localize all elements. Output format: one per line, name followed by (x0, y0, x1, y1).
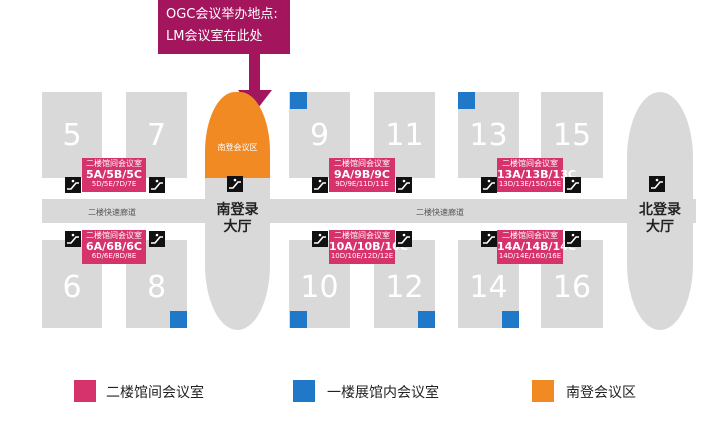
escalator-icon (312, 177, 328, 193)
hall-10-number: 10 (300, 270, 339, 305)
ground-floor-room-marker[interactable] (290, 311, 307, 328)
escalator-icon (481, 231, 497, 247)
escalator-icon (565, 177, 581, 193)
escalator-icon (65, 231, 81, 247)
hall-13-number: 13 (469, 118, 508, 153)
room-main: 5A/5B/5C (86, 168, 142, 181)
north-lobby-line-2: 大厅 (646, 218, 674, 235)
south-lobby-label: 南登录 大厅 (205, 202, 270, 236)
legend-blue-label: 一楼展馆内会议室 (327, 385, 439, 401)
room-sub: 13D/13E/15D/15E (498, 180, 562, 188)
room-sub: 6D/6E/8D/8E (91, 252, 137, 260)
meeting-room-6abc[interactable]: 二楼馆间会议室 6A/6B/6C 6D/6E/8D/8E (82, 230, 146, 264)
room-sub: 14D/14E/16D/16E (498, 252, 562, 260)
south-lobby-line-1: 南登录 (216, 202, 259, 218)
ogc-venue-callout: OGC会议举办地点: LM会议室在此处 (158, 0, 290, 54)
hall-6-number: 6 (62, 270, 82, 305)
south-zone-label: 南登会议区 (217, 143, 258, 152)
escalator-icon (481, 177, 497, 193)
second-floor-corridor (42, 199, 696, 223)
north-lobby-label: 北登录 大厅 (627, 202, 693, 236)
ground-floor-room-marker[interactable] (170, 311, 187, 328)
room-sub: 9D/9E/11D/11E (335, 180, 389, 188)
room-title: 二楼馆间会议室 (502, 231, 558, 240)
callout-stem (249, 54, 260, 92)
room-title: 二楼馆间会议室 (334, 159, 390, 168)
room-main: 14A/14B/14C (497, 240, 576, 253)
ground-floor-room-marker[interactable] (458, 92, 475, 109)
legend-orange-swatch (532, 380, 554, 402)
meeting-room-5abc[interactable]: 二楼馆间会议室 5A/5B/5C 5D/5E/7D/7E (82, 158, 146, 192)
meeting-room-10abc[interactable]: 二楼馆间会议室 10A/10B/10C 10D/10E/12D/12E (329, 230, 408, 264)
hall-16-number: 16 (552, 270, 592, 305)
hall-7-number: 7 (146, 118, 167, 153)
corridor-label-east: 二楼快速廊道 (416, 208, 464, 217)
escalator-icon (565, 231, 581, 247)
room-sub: 10D/10E/12D/12E (330, 252, 394, 260)
room-main: 9A/9B/9C (334, 168, 390, 181)
escalator-icon (149, 177, 165, 193)
legend-pink-label: 二楼馆间会议室 (106, 385, 204, 401)
south-meeting-zone[interactable] (205, 92, 270, 178)
escalator-icon (396, 231, 412, 247)
callout-line-2: LM会议室在此处 (166, 29, 263, 44)
hall-15-number: 15 (552, 118, 592, 153)
north-lobby-line-1: 北登录 (639, 202, 681, 218)
room-main: 13A/13B/13C (497, 168, 576, 181)
legend-orange-label: 南登会议区 (566, 385, 636, 401)
meeting-room-9abc[interactable]: 二楼馆间会议室 9A/9B/9C 9D/9E/11D/11E (329, 158, 395, 192)
south-lobby-line-2: 大厅 (223, 218, 252, 235)
room-title: 二楼馆间会议室 (502, 159, 558, 168)
escalator-icon (649, 176, 665, 192)
escalator-icon (149, 231, 165, 247)
hall-15[interactable]: 15 (541, 92, 603, 178)
escalator-icon (65, 177, 81, 193)
north-lobby[interactable] (627, 92, 693, 330)
hall-14-number: 14 (469, 270, 508, 305)
room-title: 二楼馆间会议室 (334, 231, 390, 240)
hall-11-number: 11 (385, 118, 424, 153)
legend-pink-swatch (74, 380, 96, 402)
room-title: 二楼馆间会议室 (86, 159, 142, 168)
room-title: 二楼馆间会议室 (86, 231, 142, 240)
hall-12-number: 12 (385, 270, 424, 305)
escalator-icon (312, 231, 328, 247)
hall-6[interactable]: 6 (42, 240, 102, 328)
room-main: 10A/10B/10C (329, 240, 408, 253)
hall-5-number: 5 (62, 118, 82, 153)
legend-blue-swatch (293, 380, 315, 402)
callout-line-1: OGC会议举办地点: (166, 7, 278, 22)
room-main: 6A/6B/6C (86, 240, 142, 253)
ground-floor-room-marker[interactable] (290, 92, 307, 109)
hall-8-number: 8 (146, 270, 167, 305)
corridor-label-west: 二楼快速廊道 (88, 208, 136, 217)
room-sub: 5D/5E/7D/7E (91, 180, 137, 188)
hall-9-number: 9 (309, 118, 330, 153)
ground-floor-room-marker[interactable] (502, 311, 519, 328)
ground-floor-room-marker[interactable] (418, 311, 435, 328)
escalator-icon (227, 176, 243, 192)
meeting-room-13abc[interactable]: 二楼馆间会议室 13A/13B/13C 13D/13E/15D/15E (497, 158, 576, 192)
escalator-icon (396, 177, 412, 193)
meeting-room-14abc[interactable]: 二楼馆间会议室 14A/14B/14C 14D/14E/16D/16E (497, 230, 576, 264)
